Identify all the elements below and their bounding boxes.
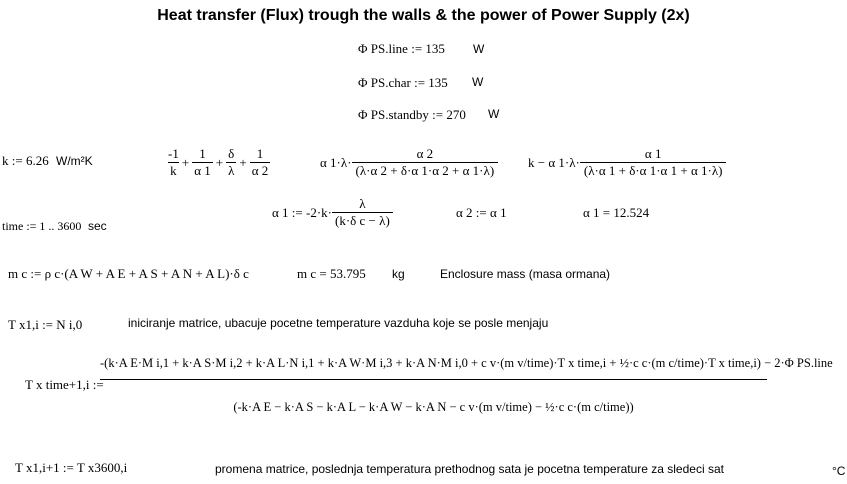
phi-ps-standby-unit: W bbox=[488, 107, 500, 121]
term1-den: k bbox=[168, 162, 179, 178]
k-unit: W/m²K bbox=[56, 154, 93, 168]
alpha1-prefix: α 1 := -2·k· bbox=[272, 204, 332, 220]
t-shift-comment: promena matrice, poslednja temperatura p… bbox=[215, 462, 724, 476]
page-title: Heat transfer (Flux) trough the walls & … bbox=[157, 7, 690, 24]
mc-comment: Enclosure mass (masa ormana) bbox=[440, 267, 611, 281]
alpha1-result: α 1 = 12.524 bbox=[583, 205, 650, 220]
expr2-prefix: α 1·λ· bbox=[320, 154, 352, 170]
phi-ps-line-unit: W bbox=[473, 42, 485, 56]
expression-3: k − α 1·λ· α 1(λ·α 1 + δ·α 1·α 1 + α 1·λ… bbox=[528, 146, 727, 179]
term1-num: -1 bbox=[168, 146, 179, 161]
mc-unit: kg bbox=[392, 267, 405, 281]
k-definition: k := 6.26 bbox=[2, 153, 49, 168]
expr2-den: (λ·α 2 + δ·α 1·α 2 + α 1·λ) bbox=[351, 162, 499, 179]
alpha2-definition: α 2 := α 1 bbox=[456, 205, 507, 220]
t-update-lhs: T x time+1,i := bbox=[25, 377, 104, 392]
phi-ps-char: Φ PS.char := 135 bbox=[358, 75, 448, 90]
term3-den: λ bbox=[226, 162, 237, 178]
time-range: time := 1 .. 3600 bbox=[2, 219, 82, 233]
phi-ps-char-unit: W bbox=[472, 75, 484, 89]
celsius-unit: °C bbox=[832, 464, 846, 478]
term2-den: α 1 bbox=[192, 162, 213, 178]
plus: + bbox=[181, 154, 190, 170]
term2-num: 1 bbox=[199, 146, 206, 161]
t-update-numerator: -(k·A E·M i,1 + k·A S·M i,2 + k·A L·N i,… bbox=[100, 356, 833, 380]
t-init: T x1,i := N i,0 bbox=[8, 317, 83, 332]
mc-result: m c = 53.795 bbox=[297, 266, 366, 281]
t-shift: T x1,i+1 := T x3600,i bbox=[15, 460, 128, 475]
alpha1-definition: α 1 := -2·k· λ(k·δ c − λ) bbox=[272, 196, 393, 229]
term4-den: α 2 bbox=[249, 162, 271, 178]
expr3-prefix: k − α 1·λ· bbox=[528, 154, 580, 170]
expression-2: α 1·λ· α 2(λ·α 2 + δ·α 1·α 2 + α 1·λ) bbox=[320, 146, 499, 179]
mc-definition: m c := ρ c·(A W + A E + A S + A N + A L)… bbox=[8, 266, 249, 281]
t-init-comment: iniciranje matrice, ubacuje pocetne temp… bbox=[128, 316, 549, 330]
term4-num: 1 bbox=[256, 146, 264, 161]
term3-num: δ bbox=[228, 146, 235, 161]
expr2-num: α 2 bbox=[416, 146, 434, 161]
phi-ps-standby: Φ PS.standby := 270 bbox=[358, 107, 466, 122]
plus: + bbox=[215, 154, 224, 170]
alpha1-num: λ bbox=[359, 196, 366, 211]
expr3-den: (λ·α 1 + δ·α 1·α 1 + α 1·λ) bbox=[579, 162, 727, 179]
plus: + bbox=[239, 154, 247, 170]
phi-ps-line: Φ PS.line := 135 bbox=[358, 41, 445, 56]
expr3-num: α 1 bbox=[644, 146, 662, 161]
time-unit: sec bbox=[88, 219, 107, 233]
t-update-denominator: (-k·A E − k·A S − k·A L − k·A W − k·A N … bbox=[233, 400, 634, 414]
alpha1-den: (k·δ c − λ) bbox=[332, 212, 393, 229]
